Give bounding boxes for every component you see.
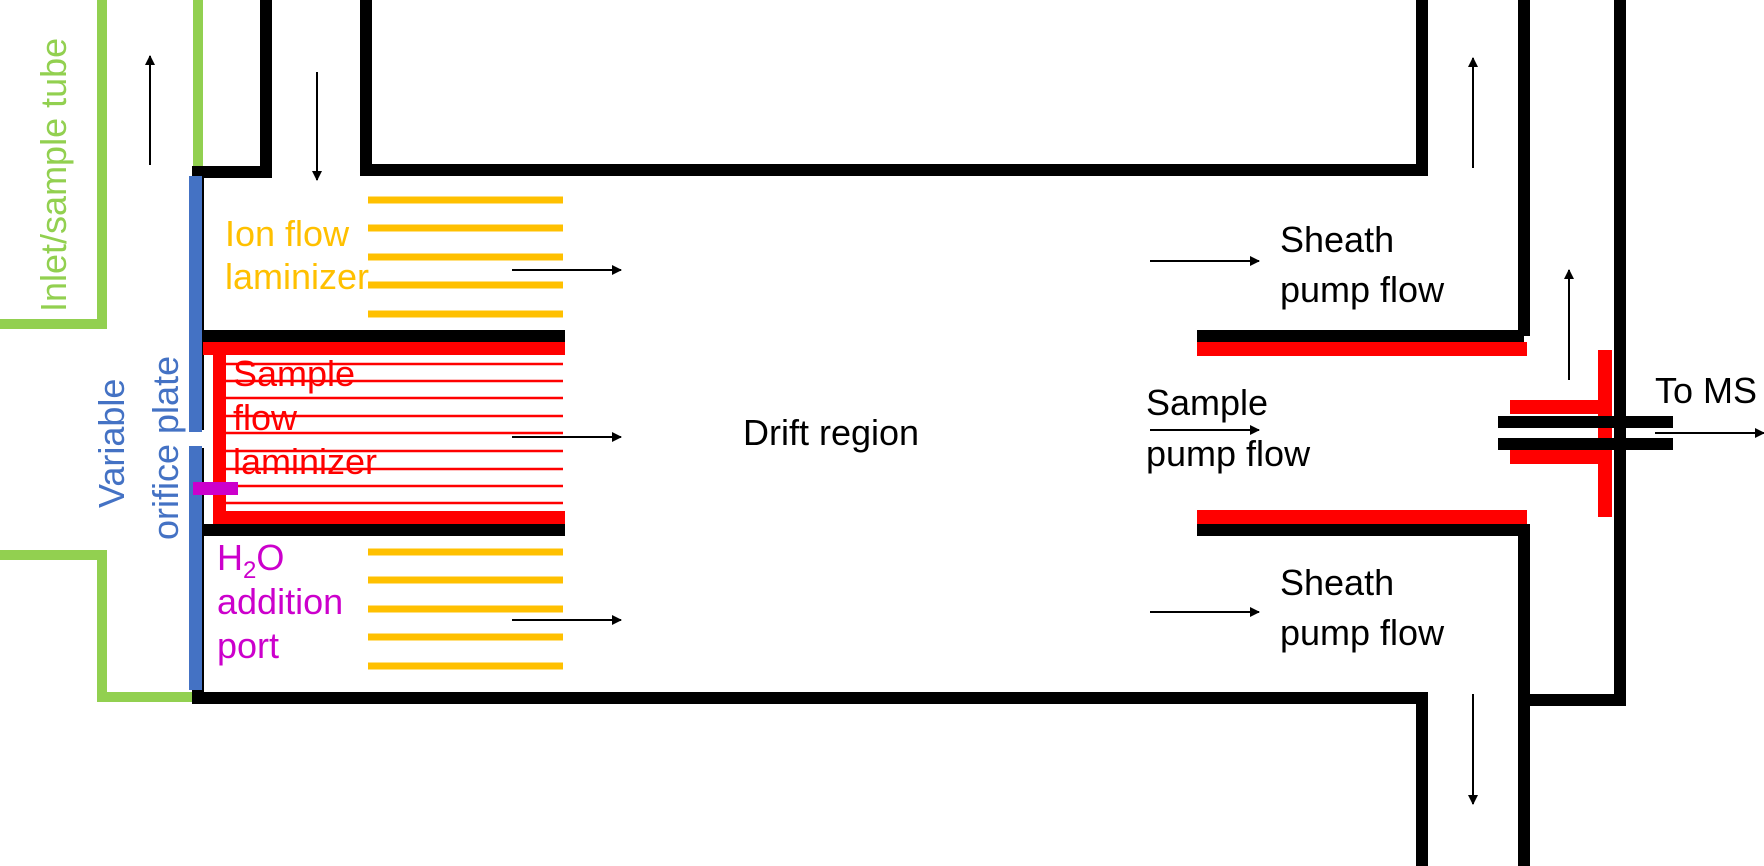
sample-housing-left-red xyxy=(213,342,226,524)
orifice-label-line1: Variable xyxy=(91,379,132,508)
inlet-tube-lower-outer xyxy=(0,550,198,702)
inlet-tube-upper-outer xyxy=(0,0,107,329)
flow-arrows xyxy=(145,55,1764,805)
sample-pump-label-line1: Sample xyxy=(1146,382,1268,423)
h2o-h: H xyxy=(217,537,243,578)
ms-cone-lower-red xyxy=(1510,450,1600,464)
h2o-label-line3: port xyxy=(217,625,279,666)
far-right-wall xyxy=(1518,0,1626,866)
h2o-o: O xyxy=(256,537,284,578)
duct-upper-red xyxy=(1197,342,1527,356)
sample-laminizer-label-line2: flow xyxy=(233,397,298,438)
h2o-addition-port xyxy=(193,482,238,495)
ms-capillary-lower xyxy=(1498,438,1673,450)
orifice-plate-upper xyxy=(189,176,202,432)
h2o-label-line1: H2O xyxy=(217,537,284,584)
ion-flow-laminizer-top xyxy=(368,196,563,318)
sample-housing-top-black xyxy=(203,330,565,342)
sample-laminizer-label-line3: laminizer xyxy=(233,441,377,482)
sample-housing-bottom-black xyxy=(203,524,565,536)
duct-lower-red xyxy=(1197,510,1527,524)
sheath-bottom-label-line2: pump flow xyxy=(1280,612,1445,653)
sample-laminizer-label-line1: Sample xyxy=(233,353,355,394)
ion-laminizer-label-line2: laminizer xyxy=(225,256,369,297)
ion-laminizer-label-line1: Ion flow xyxy=(225,213,350,254)
h2o-label-line2: addition xyxy=(217,581,343,622)
ms-capillary-upper xyxy=(1498,416,1673,428)
inlet-tube-label: Inlet/sample tube xyxy=(33,38,74,312)
sample-pump-duct xyxy=(1197,330,1530,700)
ms-cone-upper-red xyxy=(1510,400,1600,414)
sheath-bottom-label-line1: Sheath xyxy=(1280,562,1394,603)
h2o-subscript: 2 xyxy=(243,557,256,584)
sample-pump-label-line2: pump flow xyxy=(1146,433,1311,474)
ms-flange-red xyxy=(1598,350,1612,517)
inlet-sample-tube xyxy=(0,0,203,702)
orifice-label-line2: orifice plate xyxy=(145,356,186,540)
drift-region-label: Drift region xyxy=(743,412,919,453)
variable-orifice-plate xyxy=(189,176,202,690)
duct-lower-black xyxy=(1197,524,1530,700)
ion-flow-laminizer-bottom xyxy=(368,548,563,670)
orifice-plate-lower xyxy=(189,446,202,690)
upper-duct-wall xyxy=(360,0,1428,176)
sample-laminizer-lines xyxy=(226,362,563,505)
sample-housing-top-red xyxy=(203,342,565,355)
sheath-top-label-line1: Sheath xyxy=(1280,219,1394,260)
sheath-top-label-line2: pump flow xyxy=(1280,269,1445,310)
to-ms-label: To MS xyxy=(1655,370,1757,411)
sample-flow-laminizer xyxy=(203,330,565,536)
sample-housing-bottom-red xyxy=(213,511,565,524)
ms-interface xyxy=(1498,350,1673,517)
